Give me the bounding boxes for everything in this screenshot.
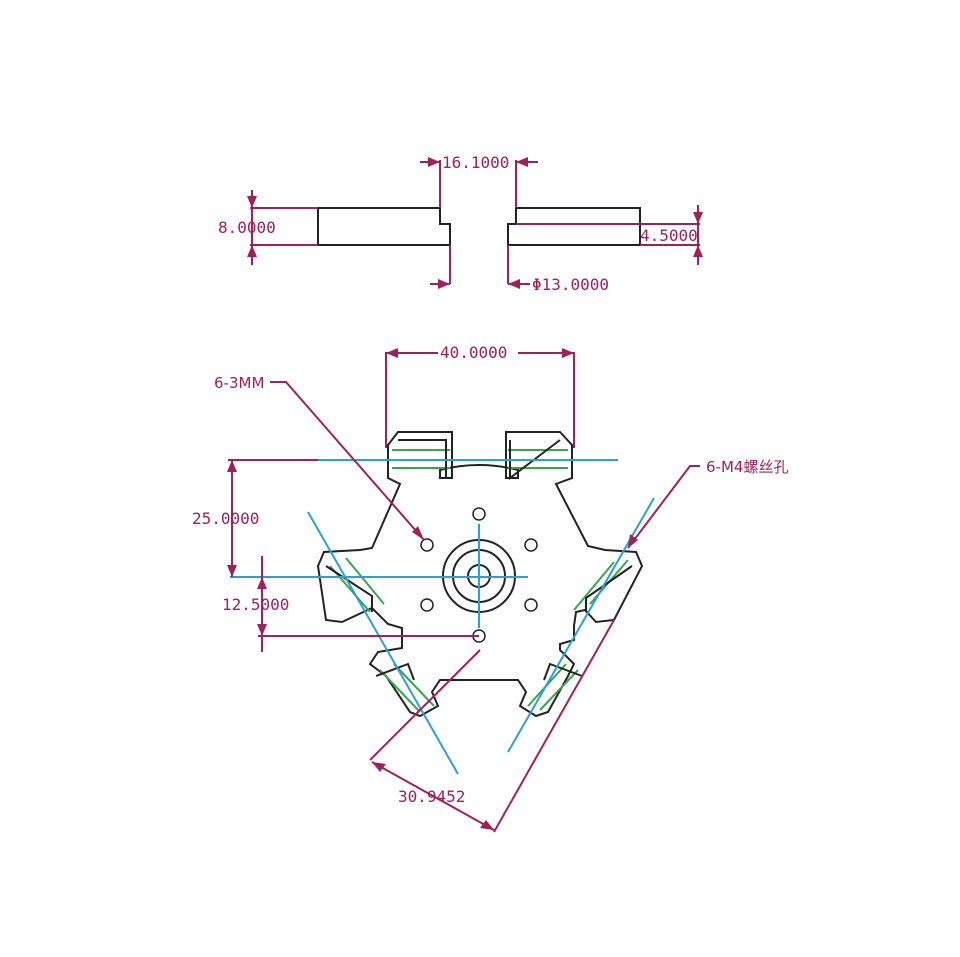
side-view-outline	[317, 207, 641, 246]
hole-3mm	[420, 538, 434, 552]
hole-3mm	[420, 598, 434, 612]
dim-slot-width: 16.1000	[442, 153, 509, 172]
side-view: 16.1000 8.0000 4.5000 Φ13.0000	[218, 153, 703, 294]
hole-3mm	[524, 598, 538, 612]
dim-diagonal: 30.9452	[398, 787, 465, 806]
dim-step-depth: 4.5000	[640, 226, 698, 245]
note-holes-m4: 6-M4螺丝孔	[706, 458, 788, 476]
hole-3mm	[524, 538, 538, 552]
dim-offset-small: 12.5000	[222, 595, 289, 614]
dim-bore: Φ13.0000	[532, 275, 609, 294]
dim-span: 40.0000	[440, 343, 507, 362]
centerline	[307, 511, 459, 775]
leader-3mm	[270, 381, 425, 541]
top-view-outline	[316, 431, 644, 718]
note-holes-3mm: 6-3MM	[214, 374, 264, 392]
dim-thickness: 8.0000	[218, 218, 276, 237]
dim-offset-large: 25.0000	[192, 509, 259, 528]
leader-m4	[627, 465, 700, 549]
top-view: 40.0000 25.0000 12.5000 6-3MM 6-M4螺丝孔 30…	[192, 342, 788, 833]
hole-3mm	[472, 507, 486, 521]
